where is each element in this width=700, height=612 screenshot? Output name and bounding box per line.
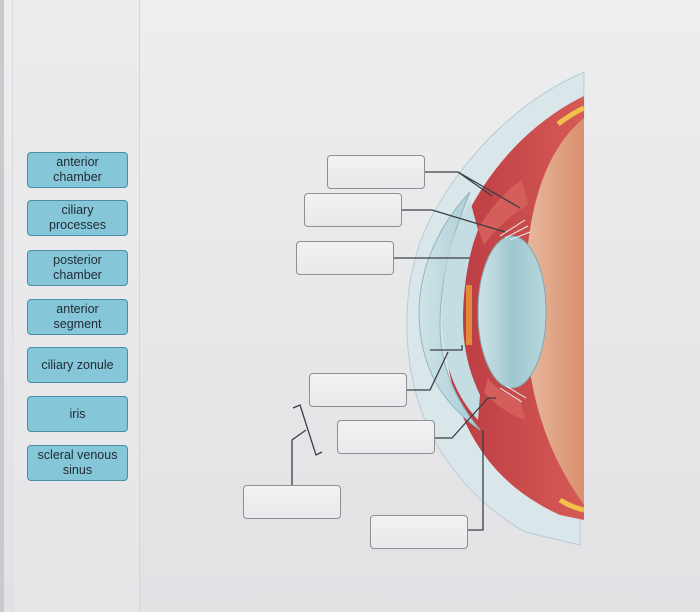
label-tile-ciliary-processes[interactable]: ciliary processes: [27, 200, 128, 236]
iris: [466, 285, 472, 345]
label-tile-ciliary-zonule[interactable]: ciliary zonule: [27, 347, 128, 383]
drop-target-1[interactable]: [327, 155, 425, 189]
label-tile-anterior-segment[interactable]: anterior segment: [27, 299, 128, 335]
vitreous-body: [525, 118, 584, 505]
drop-target-3[interactable]: [296, 241, 394, 275]
zonule-fibers: [499, 219, 531, 403]
label-tile-scleral-venous-sinus[interactable]: scleral venous sinus: [27, 445, 128, 481]
drop-target-6[interactable]: [243, 485, 341, 519]
cornea: [418, 191, 481, 431]
retina-edge: [556, 105, 586, 127]
drop-target-5[interactable]: [337, 420, 435, 454]
label-tile-iris[interactable]: iris: [27, 396, 128, 432]
ciliary-body-lower: [484, 378, 525, 420]
leader-lines: [291, 171, 521, 531]
anterior-chamber: [441, 200, 480, 420]
drop-target-7[interactable]: [370, 515, 468, 549]
drop-target-2[interactable]: [304, 193, 402, 227]
lens: [477, 235, 547, 389]
label-tile-posterior-chamber[interactable]: posterior chamber: [27, 250, 128, 286]
ciliary-body-upper: [478, 180, 528, 245]
label-tile-anterior-chamber[interactable]: anterior chamber: [27, 152, 128, 188]
drop-target-4[interactable]: [309, 373, 407, 407]
